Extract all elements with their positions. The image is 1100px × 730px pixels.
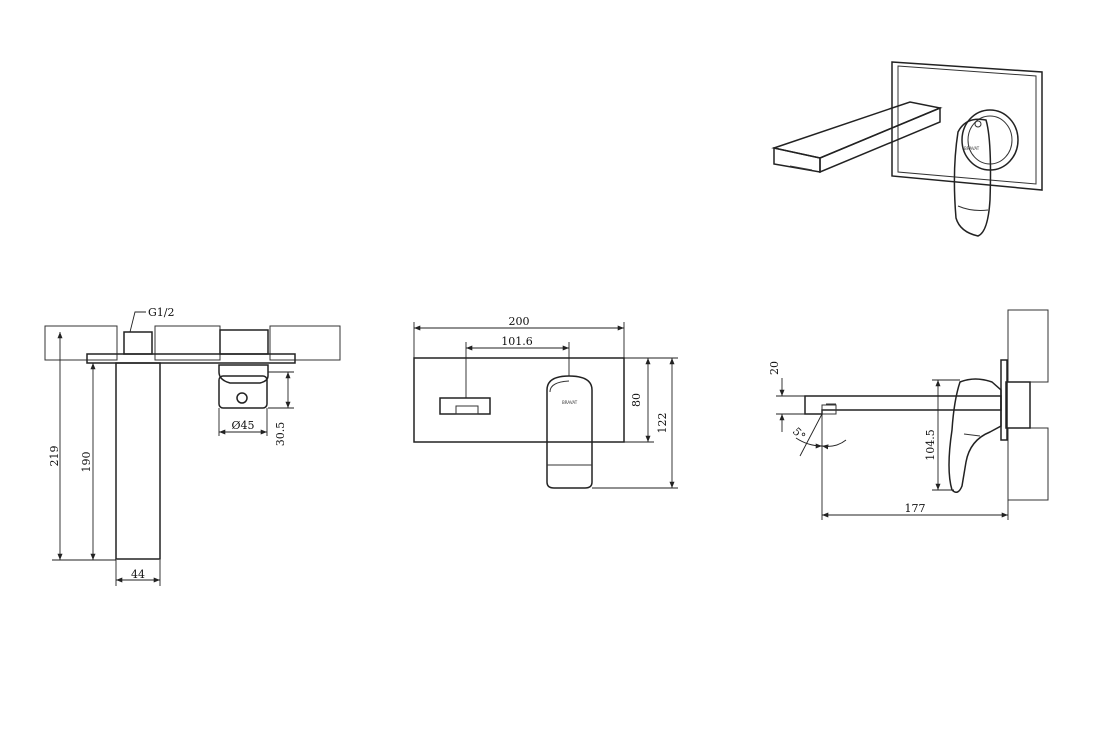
dim-depth-label: 30.5 <box>274 422 287 447</box>
iso-handle-lever <box>953 118 992 237</box>
side-aerator <box>821 404 837 415</box>
spout-body <box>115 362 161 560</box>
iso-handle-band <box>957 205 989 211</box>
dim-projection-label: 177 <box>905 502 926 515</box>
front-handle <box>546 375 593 489</box>
dim-width-label: 44 <box>131 568 145 581</box>
iso-plate-inner-edge <box>897 65 1037 185</box>
side-handle-band <box>963 433 981 437</box>
dim-plate-width-label: 200 <box>509 315 530 328</box>
angle-arc-right <box>821 439 847 450</box>
dim-handle-height-label: 104.5 <box>924 429 937 461</box>
iso-indicator-dot <box>974 120 982 128</box>
top-view: G1/2 219 190 44 Ø45 30.5 <box>44 306 341 586</box>
thread-label: G1/2 <box>148 306 175 319</box>
angle-ray <box>799 413 823 457</box>
dim-offset-label: 101.6 <box>501 335 533 348</box>
inlet-stub <box>123 331 153 355</box>
side-wall-top <box>1007 309 1049 383</box>
front-aerator <box>455 405 479 415</box>
front-view: BRAVAT 200 101.6 80 122 <box>413 315 678 489</box>
iso-spout-outlet <box>789 165 813 171</box>
dim-spout-height-label: 20 <box>768 361 781 375</box>
side-valve-body <box>1005 381 1031 429</box>
side-handle <box>948 378 1002 493</box>
wall-section-right <box>269 325 341 361</box>
front-brand-mark: BRAVAT <box>562 400 578 405</box>
front-handle-highlight <box>549 380 570 393</box>
valve-box <box>219 329 269 355</box>
side-view: 20 5° 104.5 177 <box>768 309 1049 520</box>
dim-diameter-label: Ø45 <box>231 419 254 432</box>
dim-spout-label: 190 <box>80 452 93 473</box>
iso-spout-top <box>771 101 943 159</box>
wall-section-left <box>44 325 118 361</box>
handle-indicator <box>236 392 248 404</box>
dim-total-label: 219 <box>48 446 61 467</box>
handle-body <box>218 375 268 409</box>
dim-angle-label: 5° <box>790 425 808 443</box>
wall-section-middle <box>154 325 221 361</box>
dim-total-height-label: 122 <box>656 413 669 434</box>
cover-plate <box>86 353 296 364</box>
isometric-view: BRAVAT <box>771 61 1043 237</box>
dim-plate-height-label: 80 <box>630 393 643 407</box>
side-wall-bottom <box>1007 427 1049 501</box>
thread-leader <box>129 311 146 333</box>
handle-top <box>218 364 269 384</box>
front-plate <box>413 357 625 443</box>
iso-spout-side <box>819 106 941 174</box>
iso-brand-mark: BRAVAT <box>964 146 980 151</box>
iso-wall-plate <box>891 61 1043 191</box>
angle-arc <box>795 437 823 449</box>
iso-spout-front <box>773 147 821 173</box>
